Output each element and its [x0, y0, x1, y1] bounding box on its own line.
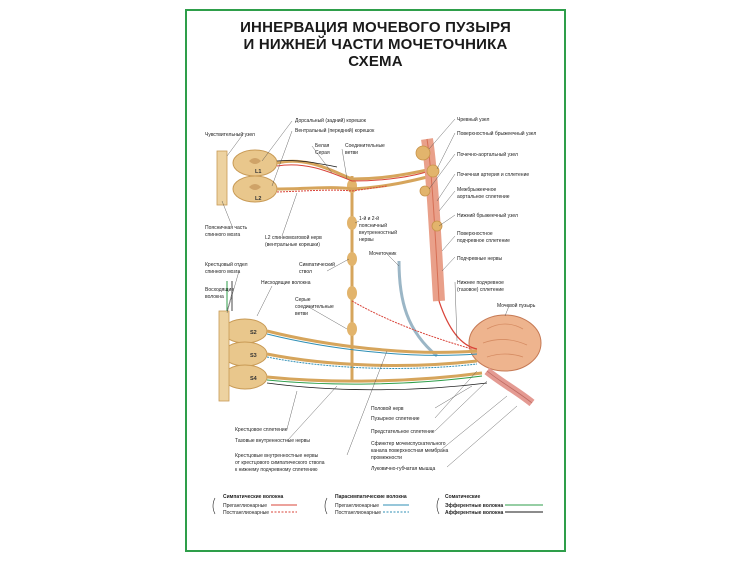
label-sensory-ganglion: Чувствительный узел	[205, 131, 255, 138]
label-l2-nerve-1: L2 спинномозговой нерв	[265, 234, 322, 241]
title-line-1: ИННЕРВАЦИЯ МОЧЕВОГО ПУЗЫРЯ	[240, 19, 511, 36]
bladder	[468, 314, 542, 407]
label-white: Белая	[315, 143, 330, 149]
label-sacral-splanchnic-3: к нижнему подчревному сплетению	[235, 467, 318, 473]
label-pelvic-splanchnic: Тазовые внутренностные нервы	[235, 438, 310, 444]
label-gray-rami-3: ветви	[295, 311, 308, 317]
label-connecting-2: ветви	[345, 150, 358, 156]
label-sup-mesenteric: Поверхностный брыжеечный узел	[457, 130, 536, 137]
segment-s3: S3	[250, 353, 257, 359]
legend-somatic: Соматические Эфферентные волокна Афферен…	[436, 494, 543, 516]
poster-frame: ИННЕРВАЦИЯ МОЧЕВОГО ПУЗЫРЯ И НИЖНЕЙ ЧАСТ…	[185, 9, 566, 552]
label-lumbar-splanchnic-2: поясничный	[359, 222, 387, 229]
label-pudendal: Половой нерв	[371, 405, 404, 412]
label-lumbar-splanchnic-3: внутренностный	[359, 229, 397, 236]
label-bulbospongiosus: Луковично-губчатая мышца	[371, 466, 435, 472]
label-sup-hypogastric-2: подчревное сплетение	[457, 238, 510, 244]
lumbar-nerves	[276, 159, 436, 193]
label-sacral-splanchnic-2: от крестцового симпатического ствола	[235, 460, 325, 466]
segment-s2: S2	[250, 330, 257, 336]
title-line-3: СХЕМА	[348, 53, 403, 70]
label-inf-hypogastric-1: Нижнее подчревное	[457, 280, 504, 286]
lumbar-spinal-cord: L1 L2	[216, 149, 278, 206]
legend-parasympathetic-title: Парасимпатические волокна	[335, 494, 407, 500]
label-sacral-splanchnic-1: Крестцовые внутренностные нервы	[235, 453, 319, 459]
legend-somatic-efferent: Эфферентные волокна	[445, 502, 503, 509]
aorta	[415, 138, 445, 302]
legend-parasympathetic-post: Постганглионарные	[335, 510, 381, 516]
legend-sympathetic-pre: Преганглионарные	[223, 503, 267, 509]
label-sacral-spinal-2: спинного мозга	[205, 269, 240, 275]
page-title: ИННЕРВАЦИЯ МОЧЕВОГО ПУЗЫРЯ И НИЖНЕЙ ЧАСТ…	[187, 19, 564, 70]
label-intermesenteric-2: аортальное сплетение	[457, 194, 510, 200]
label-renal-artery: Почечная артерия и сплетение	[457, 172, 529, 178]
label-sacral-plexus: Крестцовое сплетение	[235, 427, 288, 433]
label-gray-rami-2: соединительные	[295, 304, 334, 310]
label-connecting-1: Соединительные	[345, 143, 385, 149]
segment-s4: S4	[250, 376, 258, 382]
label-gray: Серая	[315, 150, 330, 156]
legend: Симпатические волокна Преганглионарные П…	[212, 494, 543, 516]
label-dorsal-root: Дорсальный (задний) корешок	[295, 117, 367, 124]
legend-somatic-title: Соматические	[445, 494, 481, 500]
legend-sympathetic-title: Симпатические волокна	[223, 494, 283, 500]
label-aorticorenal: Почечно-аортальный узел	[457, 151, 518, 158]
label-lumbar-splanchnic-1: 1-й и 2-й	[359, 215, 379, 222]
label-hypogastric-nerves: Подчревные нервы	[457, 256, 503, 262]
segment-l1: L1	[255, 169, 261, 175]
label-vesical-plexus: Пузырное сплетение	[371, 416, 420, 422]
ureter	[397, 260, 438, 358]
label-intermesenteric-1: Межбрыжеечное	[457, 187, 496, 193]
label-lumbar-spinal-2: спинного мозга	[205, 232, 240, 238]
label-sphincter-1: Сфинктер мочеиспускательного	[371, 441, 446, 447]
label-sympathetic-trunk-1: Симпатический	[299, 261, 335, 268]
label-sup-hypogastric-1: Поверхностное	[457, 231, 493, 237]
label-ascending-1: Восходящие	[205, 287, 234, 293]
legend-sympathetic: Симпатические волокна Преганглионарные П…	[212, 494, 297, 516]
label-bladder: Мочевой пузырь	[497, 302, 536, 309]
pelvic-nerve-lines	[226, 281, 488, 391]
legend-sympathetic-post: Постганглионарные	[223, 510, 269, 516]
legend-somatic-afferent: Афферентные волокна	[445, 509, 503, 516]
label-l2-nerve-2: (вентральные корешки)	[265, 242, 320, 248]
label-sacral-spinal-1: Крестцовый отдел	[205, 261, 248, 268]
label-celiac: Чревный узел	[457, 116, 489, 123]
title-line-2: И НИЖНЕЙ ЧАСТИ МОЧЕТОЧНИКА	[243, 36, 508, 53]
label-descending: Нисходящие волокна	[261, 280, 311, 286]
legend-parasympathetic: Парасимпатические волокна Преганглионарн…	[324, 494, 409, 516]
leader-lines	[221, 118, 518, 468]
label-sphincter-2: канала поверхностная мембрана	[371, 448, 449, 454]
sacral-spinal-cord: S2 S3 S4	[218, 310, 268, 402]
label-lumbar-spinal-1: Поясничная часть	[205, 225, 248, 231]
label-inf-mesenteric: Нижний брыжеечный узел	[457, 212, 518, 219]
innervation-diagram: L1 L2 S2 S3 S4	[205, 116, 543, 516]
legend-parasympathetic-pre: Преганглионарные	[335, 503, 379, 509]
label-ascending-2: волокна	[205, 294, 224, 300]
label-prostatic-plexus: Предстательное сплетение	[371, 429, 435, 435]
label-gray-rami-1: Серые	[295, 297, 311, 303]
label-lumbar-splanchnic-4: нервы	[359, 237, 374, 243]
label-inf-hypogastric-2: (тазовое) сплетение	[457, 287, 504, 293]
label-ventral-root: Вентральный (передний) корешок	[295, 127, 375, 134]
label-sympathetic-trunk-2: ствол	[299, 269, 312, 275]
label-ureter: Мочеточник	[369, 251, 397, 257]
segment-l2: L2	[255, 196, 261, 202]
label-sphincter-3: промежности	[371, 455, 402, 461]
